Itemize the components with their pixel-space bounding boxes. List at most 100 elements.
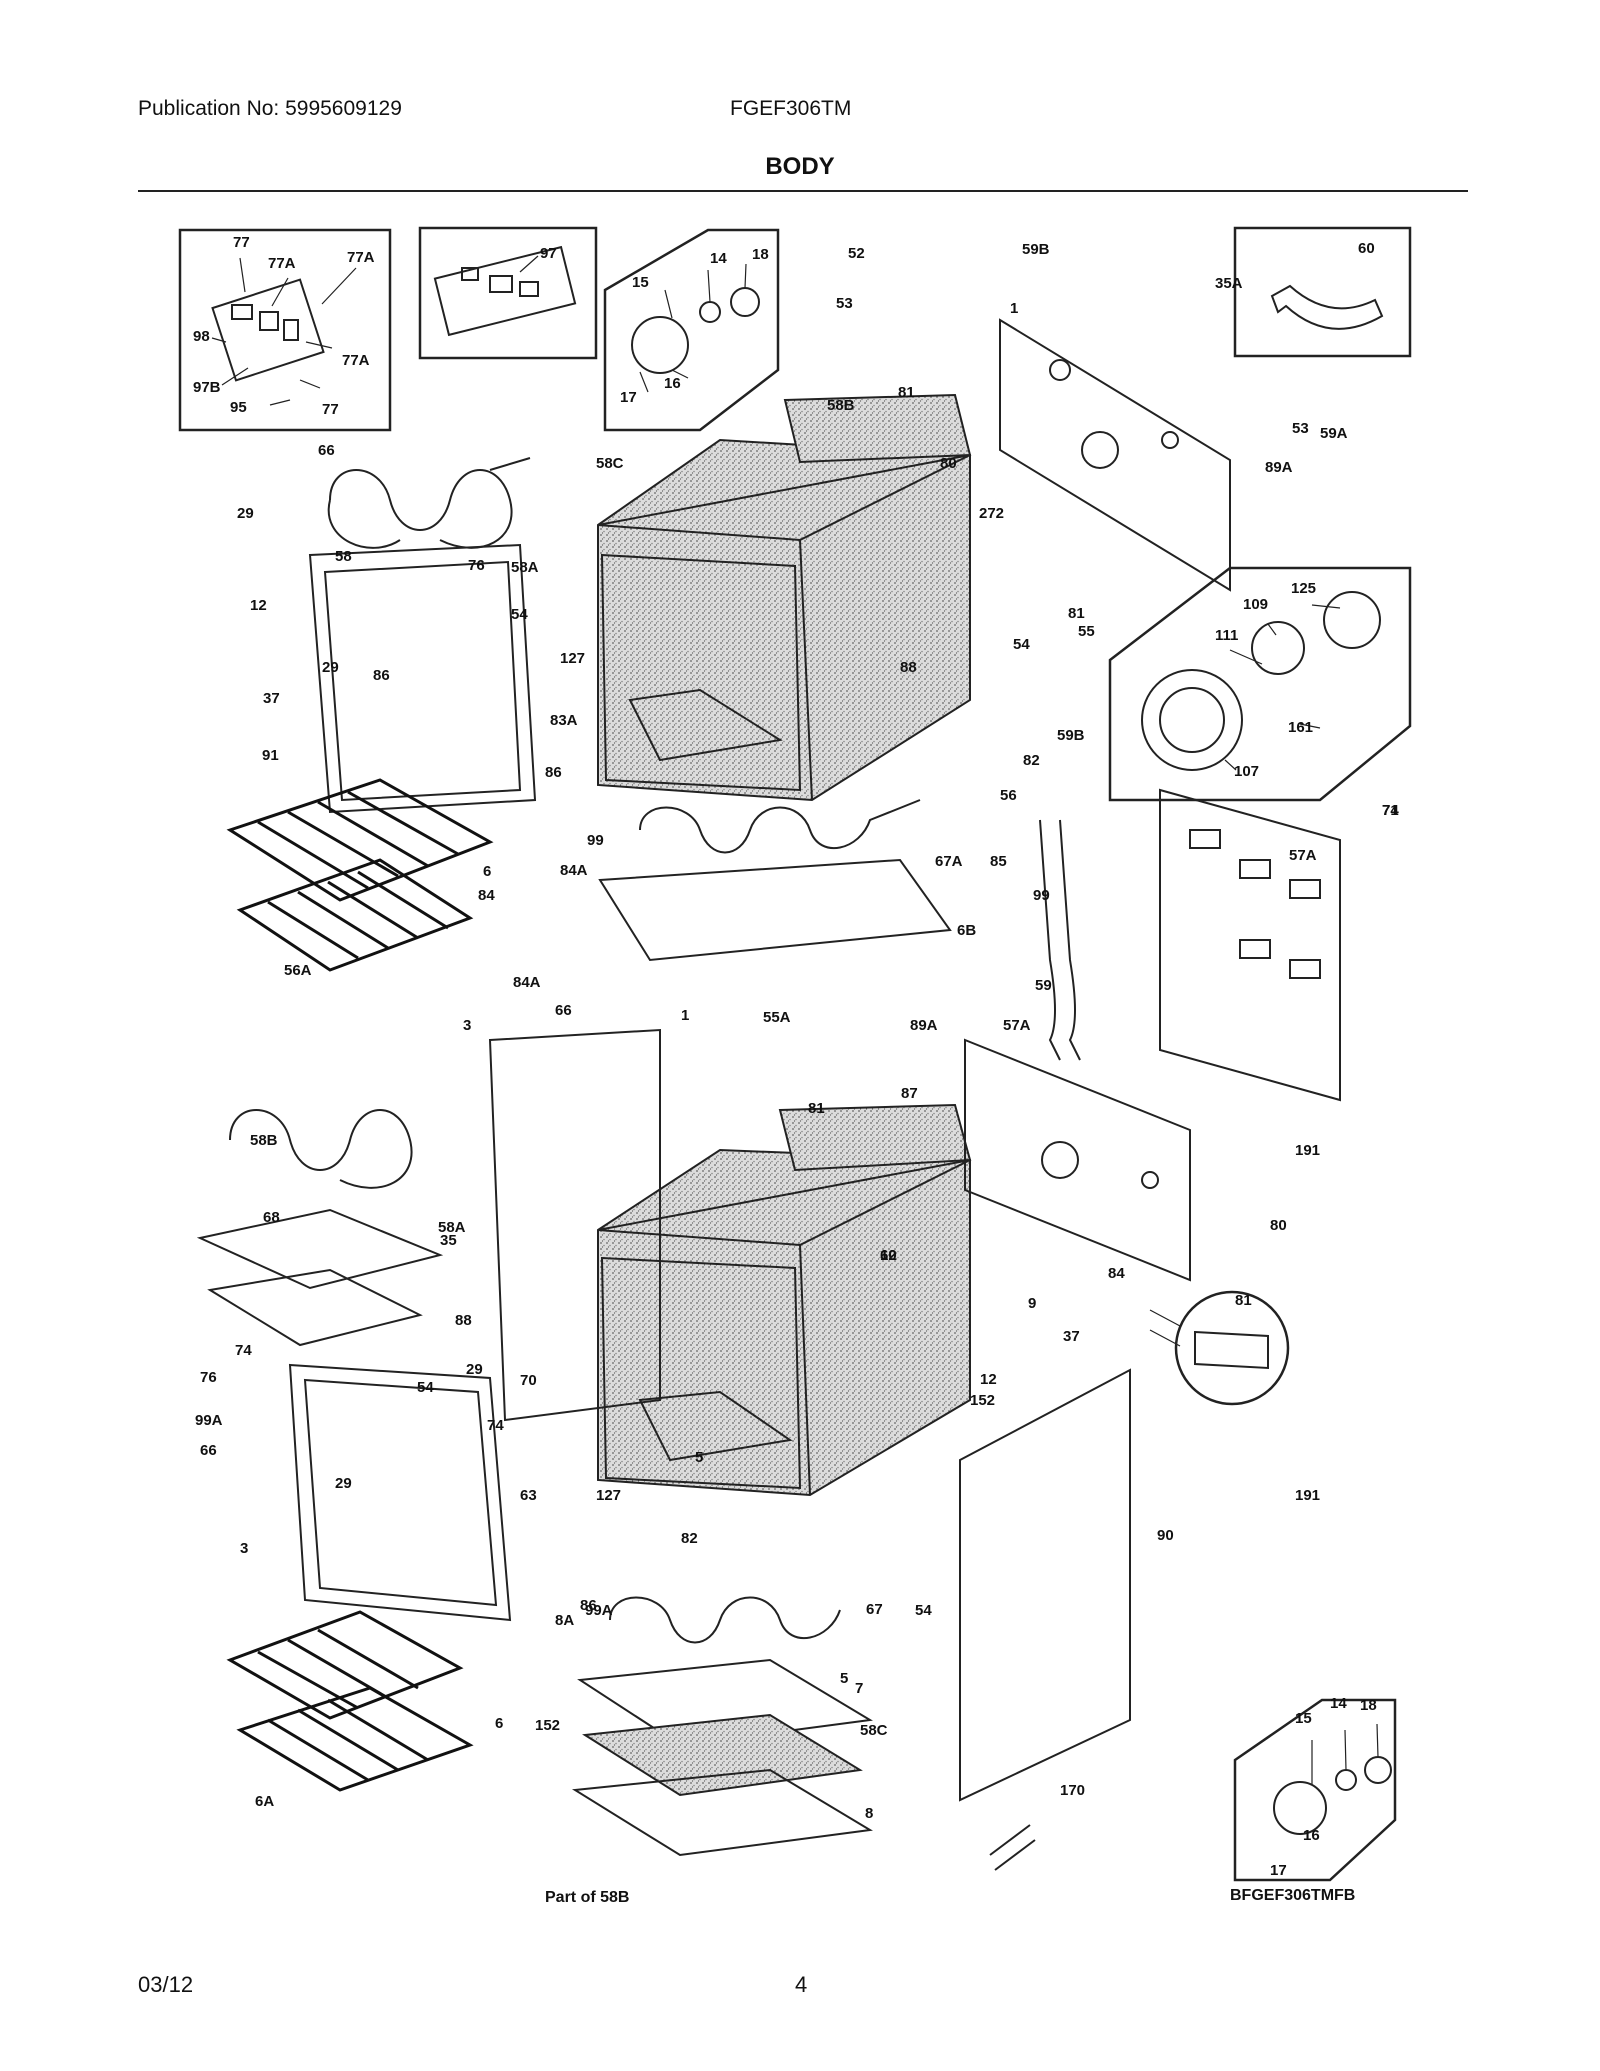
callout-label: 14 — [710, 250, 727, 267]
page-title: BODY — [765, 153, 835, 180]
lower-oven-cavity — [597, 1103, 972, 1497]
lower-rack-flat — [226, 1610, 464, 1720]
callout-label: 62 — [880, 1247, 897, 1264]
callout-label: 15 — [632, 274, 649, 291]
callout-label: 59 — [1035, 977, 1052, 994]
callout-label: 71 — [1382, 802, 1399, 819]
callout-label: 84 — [1108, 1265, 1125, 1282]
rear-vent-cover — [1159, 788, 1341, 1102]
callout-label: 109 — [1243, 596, 1268, 613]
callout-label: 81 — [1068, 605, 1085, 622]
lower-door-liner — [288, 1363, 512, 1622]
callout-label: 86 — [373, 667, 390, 684]
callout-label: 29 — [335, 1475, 352, 1492]
upper-broil-element — [327, 457, 531, 549]
callout-label: 86 — [545, 764, 562, 781]
callout-label: 58B — [250, 1132, 278, 1149]
callout-label: 59B — [1057, 727, 1085, 744]
callout-label: 98 — [193, 328, 210, 345]
callout-label: 97 — [540, 245, 557, 262]
callout-label: 53 — [836, 295, 853, 312]
callout-label: 55A — [763, 1009, 791, 1026]
upper-oven-cavity — [597, 393, 972, 802]
callout-label: 99A — [195, 1412, 223, 1429]
callout-label: 6B — [957, 922, 976, 939]
callout-label: 152 — [970, 1392, 995, 1409]
footer-page-number: 4 — [795, 1972, 808, 1997]
callout-label: 3 — [463, 1017, 471, 1034]
callout-label: 77 — [233, 234, 250, 251]
callout-label: 81 — [808, 1100, 825, 1117]
callout-label: 99A — [585, 1602, 613, 1619]
callout-label: 7 — [855, 1680, 863, 1697]
callout-label: 6 — [483, 863, 491, 880]
inset-bracket — [1233, 226, 1412, 358]
upper-back-panel — [999, 318, 1231, 592]
callout-label: 70 — [520, 1372, 537, 1389]
part-of-note: Part of 58B — [545, 1889, 629, 1906]
callout-label: 58 — [335, 548, 352, 565]
inset-electronic-board — [418, 226, 598, 360]
callout-label: 82 — [1023, 752, 1040, 769]
callout-label: 77A — [342, 352, 370, 369]
callout-label: 8 — [865, 1805, 873, 1822]
callout-label: 54 — [417, 1379, 434, 1396]
callout-label: 54 — [915, 1602, 932, 1619]
lower-side-panel-left — [488, 1028, 661, 1422]
callout-label: 272 — [979, 505, 1004, 522]
callout-label: 67A — [935, 853, 963, 870]
callout-label: 81 — [898, 384, 915, 401]
upper-door-liner — [308, 543, 537, 814]
callout-label: 99 — [587, 832, 604, 849]
callout-label: 17 — [620, 389, 637, 406]
callout-label: 8A — [555, 1612, 574, 1629]
callout-label: 170 — [1060, 1782, 1085, 1799]
callout-label: 1 — [1010, 300, 1018, 317]
callout-label: 9 — [1028, 1295, 1036, 1312]
callout-label: 60 — [1358, 240, 1375, 257]
callout-label: 76 — [468, 557, 485, 574]
callout-label: 95 — [230, 399, 247, 416]
callout-label: 88 — [900, 659, 917, 676]
callout-label: 59A — [1320, 425, 1348, 442]
callout-label: 29 — [466, 1361, 483, 1378]
footer-date: 03/12 — [138, 1972, 194, 1997]
callout-label: 77A — [347, 249, 375, 266]
header-divider — [138, 190, 1468, 192]
callout-label: 85 — [990, 853, 1007, 870]
callout-label: 29 — [237, 505, 254, 522]
lower-side-panel-right — [959, 1368, 1131, 1802]
lower-broil-element — [229, 1109, 413, 1189]
callout-label: 55 — [1078, 623, 1095, 640]
callout-label: 6 — [495, 1715, 503, 1732]
callout-label: 58B — [827, 397, 855, 414]
callout-label: 127 — [560, 650, 585, 667]
callout-label: 107 — [1234, 763, 1259, 780]
upper-rack-flat — [226, 778, 494, 902]
callout-label: 15 — [1295, 1710, 1312, 1727]
publication-number: Publication No: 5995609129 — [138, 97, 402, 120]
callout-label: 74 — [1382, 802, 1399, 819]
callout-label: 66 — [555, 1002, 572, 1019]
callout-label: 14 — [1330, 1695, 1347, 1712]
callout-label: 58A — [511, 559, 539, 576]
inset-control-board — [178, 228, 392, 432]
callout-label: 59B — [1022, 241, 1050, 258]
callout-label: 99 — [1033, 887, 1050, 904]
callout-label: 90 — [1157, 1527, 1174, 1544]
callout-label: 67 — [866, 1601, 883, 1618]
lower-rack-offset — [236, 1686, 474, 1792]
callout-label: 66 — [200, 1442, 217, 1459]
callout-label: 58C — [860, 1722, 888, 1739]
inset-terminal-block — [1149, 1290, 1290, 1406]
callout-label: 80 — [1270, 1217, 1287, 1234]
callout-label: 77 — [322, 401, 339, 418]
callout-label: 35 — [440, 1232, 457, 1249]
callout-label: 12 — [250, 597, 267, 614]
callout-label: 10 — [880, 1247, 897, 1264]
wire-harness-clip — [989, 1824, 1036, 1871]
model-number: FGEF306TM — [730, 97, 852, 120]
callout-label: 68 — [263, 1209, 280, 1226]
